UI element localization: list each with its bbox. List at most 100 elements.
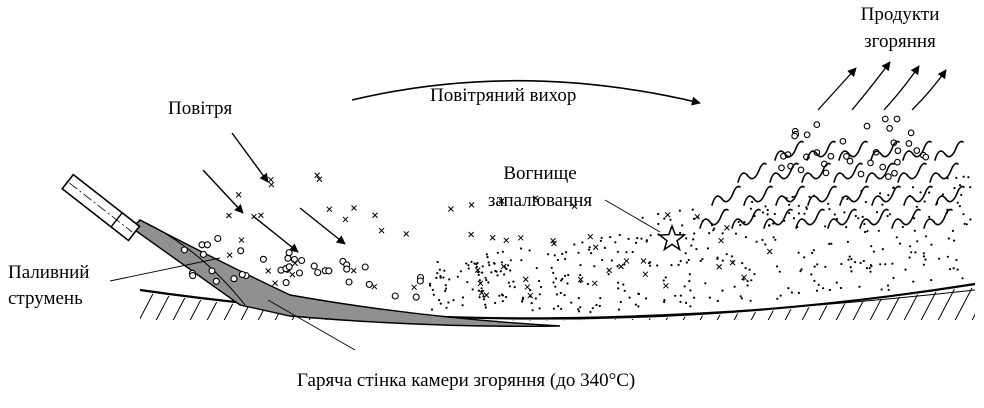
- vapor-dot: [648, 261, 652, 264]
- vapor-dot: [952, 267, 955, 270]
- vapor-dot: [579, 280, 582, 284]
- product-particle: [863, 122, 871, 130]
- vapor-cross: [489, 234, 496, 241]
- vapor-dot: [695, 248, 698, 251]
- vapor-dot: [725, 253, 728, 256]
- droplet: [284, 254, 292, 262]
- vapor-dot: [591, 307, 594, 310]
- vapor-dot: [663, 300, 666, 303]
- vapor-dot: [880, 288, 883, 291]
- vapor-dot: [552, 307, 556, 310]
- vapor-dot: [539, 285, 543, 289]
- vapor-dot: [564, 274, 567, 277]
- vapor-dot: [467, 267, 470, 270]
- droplet: [180, 246, 188, 254]
- vapor-dot: [692, 217, 696, 220]
- vapor-dot: [444, 284, 447, 287]
- vapor-dot: [824, 265, 827, 268]
- vapor-dot: [683, 285, 686, 288]
- vapor-dot: [910, 251, 913, 254]
- vapor-dot: [561, 252, 564, 255]
- vapor-cross: [741, 274, 747, 281]
- vapor-dot: [958, 205, 962, 208]
- vapor-dot: [689, 305, 692, 308]
- vapor-dot: [716, 299, 719, 303]
- vapor-dot: [713, 227, 716, 230]
- droplet: [199, 250, 207, 258]
- vapor-dot: [912, 280, 915, 283]
- vapor-dot: [846, 240, 850, 243]
- vapor-dot: [593, 265, 596, 268]
- product-particle: [822, 169, 830, 177]
- vapor-dot: [774, 238, 777, 241]
- hatch-line: [728, 287, 752, 321]
- vapor-dot: [693, 232, 696, 235]
- vapor-dot: [797, 212, 801, 215]
- vapor-cross: [618, 263, 624, 270]
- vapor-dot: [808, 195, 811, 198]
- vapor-dot: [487, 261, 490, 264]
- vapor-dot: [879, 263, 882, 266]
- vapor-dot: [849, 266, 852, 269]
- vapor-dot: [656, 264, 659, 267]
- droplet: [212, 277, 220, 285]
- injector-nozzle: [61, 173, 141, 242]
- vapor-dot: [670, 264, 673, 267]
- vapor-cross: [448, 206, 454, 212]
- flame: [903, 185, 933, 206]
- vapor-dot: [438, 268, 441, 271]
- vapor-dot: [547, 253, 550, 256]
- vapor-dot: [828, 242, 831, 245]
- product-particle: [905, 140, 913, 147]
- vapor-dot: [919, 191, 922, 194]
- vapor-dot: [839, 286, 843, 290]
- vapor-dot: [530, 302, 533, 305]
- vapor-dot: [521, 300, 524, 303]
- vapor-cross: [478, 289, 485, 296]
- vapor-dot: [538, 307, 541, 310]
- vapor-cross: [372, 212, 378, 219]
- product-particle: [813, 121, 821, 128]
- vapor-dot: [657, 212, 660, 215]
- vortex-label: Повітряний вихор: [430, 85, 577, 106]
- vapor-dot: [854, 214, 857, 218]
- vapor-cross: [265, 268, 272, 274]
- vapor-dot: [496, 274, 499, 277]
- product-particle: [797, 166, 805, 174]
- vapor-dot: [448, 278, 451, 281]
- vortex-arrow: [351, 79, 701, 106]
- vapor-dot: [699, 259, 702, 263]
- vapor-dot: [559, 291, 562, 295]
- vapor-cross: [524, 284, 531, 290]
- vapor-dot: [553, 254, 556, 257]
- vapor-dot: [749, 299, 752, 302]
- vapor-dot: [494, 269, 497, 272]
- vapor-dot: [477, 273, 480, 276]
- vapor-dot: [473, 262, 476, 265]
- vapor-dot: [438, 299, 441, 302]
- vapor-dot: [577, 297, 580, 300]
- product-particle: [827, 152, 835, 160]
- product-particle: [894, 158, 901, 166]
- vapor-dot: [461, 296, 465, 299]
- vapor-dot: [429, 284, 432, 287]
- vapor-dot: [623, 263, 626, 266]
- vapor-dot: [739, 223, 742, 227]
- vapor-dot: [779, 294, 782, 297]
- product-particle: [886, 125, 893, 132]
- flame: [839, 185, 869, 206]
- vapor-dot: [862, 259, 865, 263]
- vapor-dot: [521, 298, 524, 301]
- vapor-dot: [869, 270, 872, 273]
- vapor-dot: [898, 242, 902, 245]
- vapor-dot: [507, 264, 510, 267]
- vapor-cross: [503, 237, 510, 244]
- flame: [865, 162, 895, 183]
- product-particle: [907, 129, 915, 137]
- vapor-dot: [790, 291, 794, 294]
- vapor-dot: [617, 308, 621, 311]
- products-arrow: [911, 69, 947, 111]
- vapor-dot: [749, 207, 753, 210]
- vapor-dot: [886, 214, 889, 218]
- fuel-jet: [130, 219, 561, 327]
